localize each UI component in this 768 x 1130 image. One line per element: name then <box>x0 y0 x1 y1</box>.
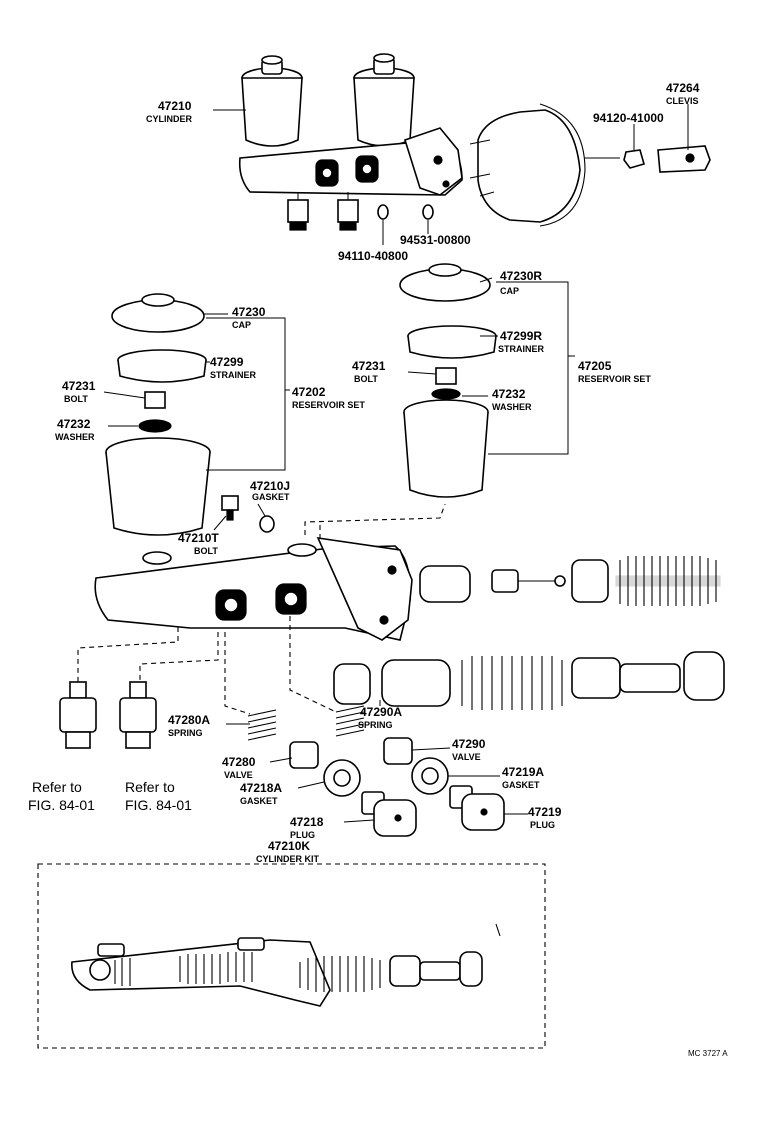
label-47219A[interactable]: 47219A GASKET <box>502 765 544 790</box>
svg-text:47219: 47219 <box>528 805 562 819</box>
pressure-switches-drawing <box>59 681 157 749</box>
master-cylinder-assembly-top <box>238 53 711 231</box>
svg-text:47210J: 47210J <box>250 479 290 493</box>
svg-text:47290A: 47290A <box>360 705 402 719</box>
svg-text:VALVE: VALVE <box>452 752 481 762</box>
reservoir-set-47205-drawing <box>399 263 497 498</box>
svg-text:47210: 47210 <box>158 99 192 113</box>
svg-text:RESERVOIR SET: RESERVOIR SET <box>292 400 365 410</box>
svg-text:47231: 47231 <box>62 379 96 393</box>
label-47280[interactable]: 47280 VALVE <box>222 755 256 780</box>
label-47219[interactable]: 47219 PLUG <box>528 805 562 830</box>
svg-text:CAP: CAP <box>500 286 519 296</box>
label-47231-left[interactable]: 47231 BOLT <box>62 379 96 404</box>
svg-text:47232: 47232 <box>492 387 526 401</box>
label-47210[interactable]: 47210 CYLINDER <box>146 99 193 124</box>
label-47232-right[interactable]: 47232 WASHER <box>492 387 532 412</box>
leader-lines <box>103 104 689 823</box>
svg-text:SPRING: SPRING <box>168 728 203 738</box>
cylinder-kit-drawing <box>37 863 546 1049</box>
master-cylinder-body-drawing <box>94 536 413 641</box>
svg-text:47218A: 47218A <box>240 781 282 795</box>
svg-text:47210K: 47210K <box>268 839 310 853</box>
label-94120-41000[interactable]: 94120-41000 <box>593 111 664 125</box>
svg-text:BOLT: BOLT <box>194 546 218 556</box>
piston-components-row-1 <box>419 556 721 606</box>
svg-text:STRAINER: STRAINER <box>498 344 545 354</box>
svg-text:GASKET: GASKET <box>240 796 278 806</box>
label-47210K[interactable]: 47210K CYLINDER KIT <box>256 839 320 864</box>
svg-text:Refer to: Refer to <box>125 779 175 795</box>
assembly-guide-lines <box>77 503 446 715</box>
svg-text:47219A: 47219A <box>502 765 544 779</box>
svg-text:PLUG: PLUG <box>530 820 555 830</box>
label-94531-00800[interactable]: 94531-00800 <box>400 233 471 247</box>
label-47232-left[interactable]: 47232 WASHER <box>55 417 95 442</box>
svg-text:CYLINDER: CYLINDER <box>146 114 193 124</box>
label-47205[interactable]: 47205 RESERVOIR SET <box>578 359 651 384</box>
svg-text:47232: 47232 <box>57 417 91 431</box>
svg-text:WASHER: WASHER <box>55 432 95 442</box>
svg-text:47299R: 47299R <box>500 329 542 343</box>
svg-text:47218: 47218 <box>290 815 324 829</box>
svg-text:47264: 47264 <box>666 81 700 95</box>
drawing-code: MC 3727 A <box>688 1049 728 1058</box>
svg-text:47290: 47290 <box>452 737 486 751</box>
svg-text:47230R: 47230R <box>500 269 542 283</box>
label-47231-right[interactable]: 47231 BOLT <box>352 359 386 384</box>
svg-text:47299: 47299 <box>210 355 244 369</box>
svg-text:BOLT: BOLT <box>64 394 88 404</box>
label-47230R[interactable]: 47230R CAP <box>500 269 542 296</box>
piston-components-row-2 <box>333 651 725 710</box>
part-labels: 47210 CYLINDER 47264 CLEVIS 94120-41000 … <box>28 81 728 1058</box>
svg-text:FIG. 84-01: FIG. 84-01 <box>125 797 192 813</box>
svg-text:47280A: 47280A <box>168 713 210 727</box>
reservoir-set-47202-drawing <box>105 293 275 536</box>
svg-text:CAP: CAP <box>232 320 251 330</box>
valve-and-plug-components <box>247 705 505 837</box>
refer-to-fig-right[interactable]: Refer to FIG. 84-01 <box>125 779 192 813</box>
label-47210J[interactable]: 47210J GASKET <box>250 479 290 502</box>
label-47264[interactable]: 47264 CLEVIS <box>666 81 700 106</box>
label-47218A[interactable]: 47218A GASKET <box>240 781 282 806</box>
svg-text:CYLINDER KIT: CYLINDER KIT <box>256 854 320 864</box>
svg-text:SPRING: SPRING <box>358 720 393 730</box>
label-47299[interactable]: 47299 STRAINER <box>210 355 257 380</box>
svg-text:RESERVOIR SET: RESERVOIR SET <box>578 374 651 384</box>
svg-text:47205: 47205 <box>578 359 612 373</box>
svg-text:VALVE: VALVE <box>224 770 253 780</box>
svg-text:BOLT: BOLT <box>354 374 378 384</box>
label-47280A[interactable]: 47280A SPRING <box>168 713 210 738</box>
svg-text:FIG. 84-01: FIG. 84-01 <box>28 797 95 813</box>
svg-text:STRAINER: STRAINER <box>210 370 257 380</box>
label-47218[interactable]: 47218 PLUG <box>290 815 324 840</box>
svg-text:Refer to: Refer to <box>32 779 82 795</box>
svg-text:GASKET: GASKET <box>502 780 540 790</box>
refer-to-fig-left[interactable]: Refer to FIG. 84-01 <box>28 779 95 813</box>
label-47299R[interactable]: 47299R STRAINER <box>498 329 545 354</box>
svg-text:WASHER: WASHER <box>492 402 532 412</box>
svg-text:47231: 47231 <box>352 359 386 373</box>
label-47290[interactable]: 47290 VALVE <box>452 737 486 762</box>
label-47202[interactable]: 47202 RESERVOIR SET <box>292 385 365 410</box>
label-94110-40800[interactable]: 94110-40800 <box>338 249 408 263</box>
svg-text:47280: 47280 <box>222 755 256 769</box>
label-47210T[interactable]: 47210T BOLT <box>178 531 219 556</box>
svg-text:47210T: 47210T <box>178 531 219 545</box>
label-47290A[interactable]: 47290A SPRING <box>358 705 402 730</box>
svg-text:PLUG: PLUG <box>290 830 315 840</box>
svg-text:47202: 47202 <box>292 385 326 399</box>
label-47230[interactable]: 47230 CAP <box>232 305 266 330</box>
svg-text:47230: 47230 <box>232 305 266 319</box>
svg-text:GASKET: GASKET <box>252 492 290 502</box>
svg-text:CLEVIS: CLEVIS <box>666 96 699 106</box>
